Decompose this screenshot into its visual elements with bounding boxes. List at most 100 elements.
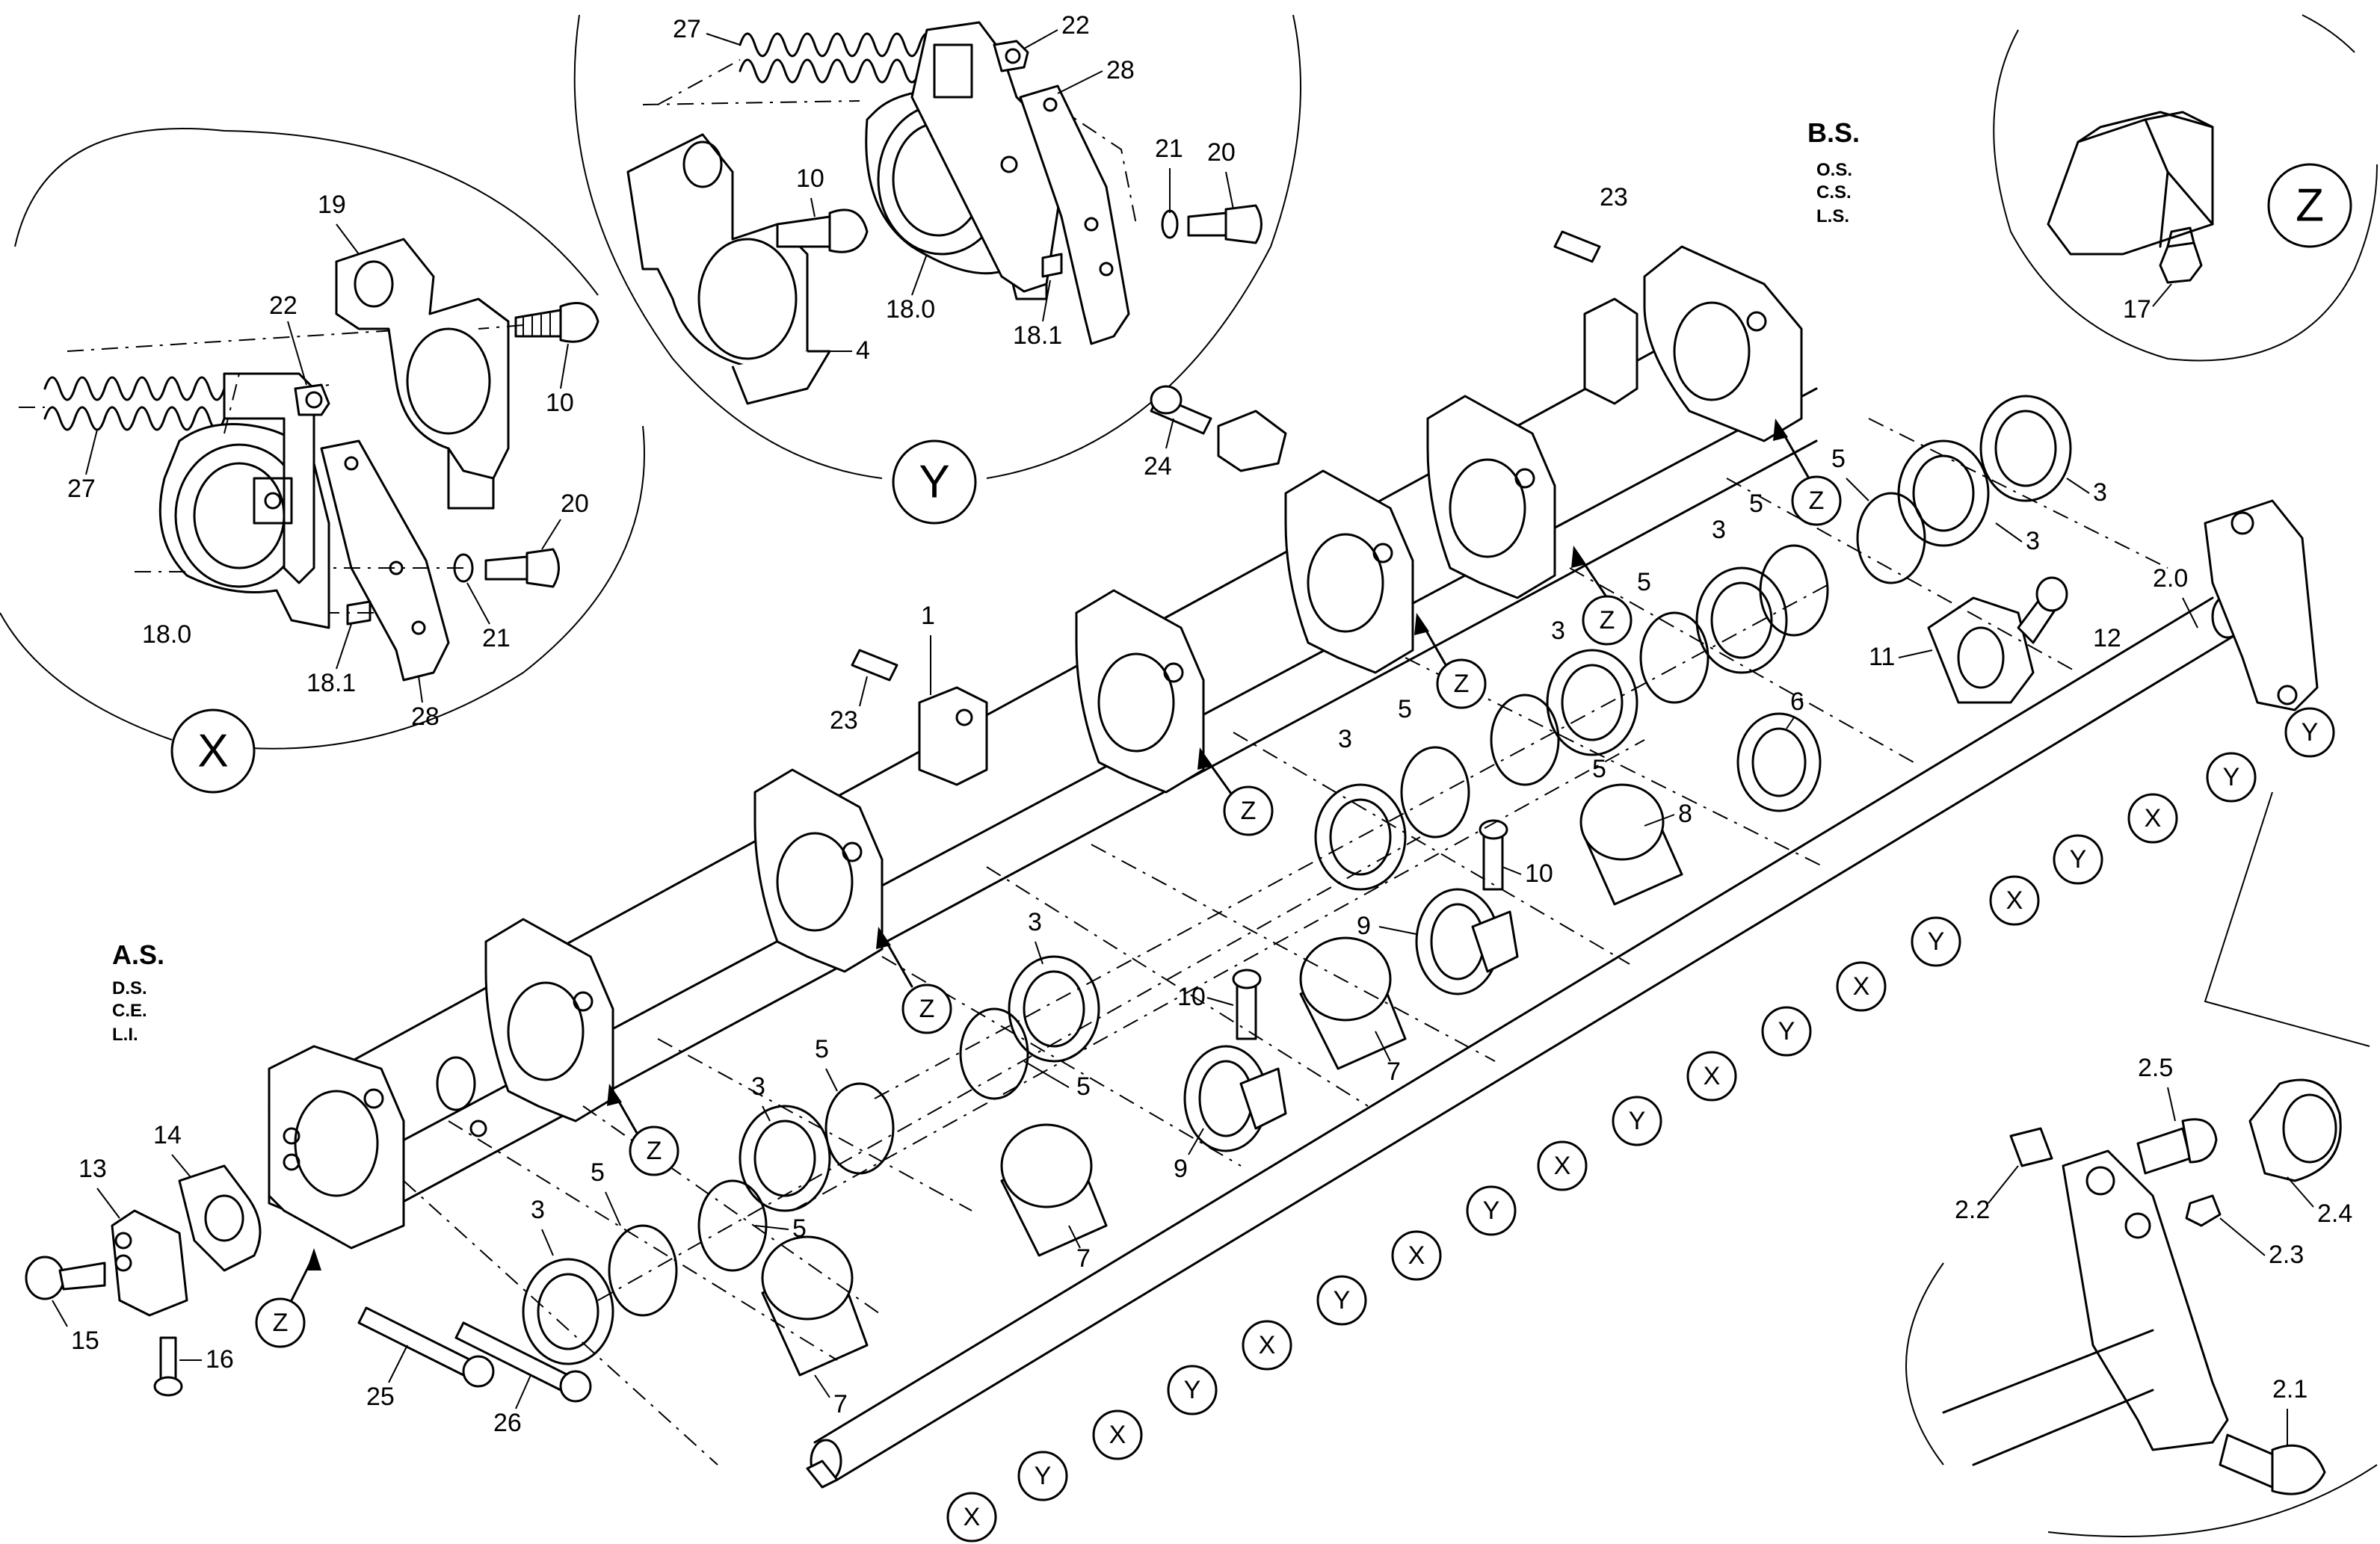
callout-letter: Y: [2070, 845, 2087, 874]
detail-x-letter: X: [197, 726, 228, 777]
label-20-y: 20: [1207, 138, 1236, 167]
bearing-housing-18-0-x: [158, 372, 330, 629]
side-label-as: A.S. D.S. C.E. L.I.: [112, 939, 164, 1045]
label-21-x: 21: [482, 624, 511, 652]
label-22-y: 22: [1061, 11, 1090, 40]
label-9-a: 9: [1357, 912, 1371, 940]
bolt-10-y: [776, 209, 869, 253]
side-bs-line-2: C.S.: [1816, 182, 1852, 203]
detail-z-boundary: [1993, 14, 2378, 362]
shaft-2-0: [806, 499, 2319, 1489]
label-2-4: 2.4: [2317, 1199, 2352, 1228]
callout-z-3: Z: [901, 983, 952, 1034]
seal-6: [1736, 712, 1822, 812]
label-20-x: 20: [561, 490, 589, 518]
label-5-i: 5: [792, 1214, 807, 1243]
callout-y-17: Y: [1612, 1096, 1662, 1146]
label-3-u: 3: [531, 1196, 545, 1224]
callout-letter: Z: [1454, 670, 1470, 698]
label-5-g: 5: [1076, 1072, 1091, 1101]
plate-28-y: [1019, 84, 1130, 345]
bolt-2-5: [2136, 1118, 2218, 1175]
callout-letter: Y: [1035, 1462, 1052, 1490]
label-3-e: 3: [1338, 725, 1352, 753]
label-22-x: 22: [269, 291, 298, 320]
clamps-9: [1183, 888, 1519, 1152]
pin-18-1-y: [1041, 253, 1063, 278]
callout-letter: X: [1259, 1331, 1276, 1359]
bearing-3-a: [522, 1258, 614, 1365]
callout-letter: Z: [1809, 487, 1825, 515]
detail-x-boundary: [0, 128, 645, 750]
callout-letter: Y: [1778, 1017, 1795, 1046]
label-18-1-y: 18.1: [1013, 321, 1062, 350]
label-14: 14: [153, 1121, 182, 1149]
saddle-6: [1643, 245, 1803, 442]
label-7-c: 7: [833, 1390, 848, 1418]
side-as-line-3: L.I.: [112, 1025, 138, 1045]
label-13: 13: [78, 1155, 107, 1183]
saddle-2: [753, 768, 884, 973]
label-23-bs: 23: [1600, 183, 1628, 211]
label-2-1: 2.1: [2272, 1375, 2307, 1404]
callout-x-24: X: [1092, 1409, 1143, 1460]
bolts-25-26: [357, 1306, 592, 1403]
bolt-20-x: [484, 548, 560, 588]
callout-z-5: Z: [1436, 658, 1487, 709]
callout-letter: Y: [1483, 1196, 1500, 1225]
label-7-b: 7: [1076, 1244, 1091, 1273]
label-12: 12: [2093, 624, 2121, 652]
label-10-main-a: 10: [1525, 859, 1553, 888]
bushings-7: [761, 936, 1407, 1377]
saddle-5: [1426, 395, 1556, 599]
callout-letter: X: [1853, 972, 1870, 1001]
label-3-t: 3: [751, 1072, 765, 1101]
bushing-8: [1579, 783, 1683, 906]
callout-letter: Z: [273, 1309, 289, 1337]
detail-z-assembly: [2047, 111, 2214, 284]
side-bs-line-3: L.S.: [1816, 206, 1849, 226]
callout-letter: X: [1704, 1062, 1721, 1090]
callout-y-15: Y: [1761, 1006, 1812, 1057]
label-1: 1: [921, 602, 935, 630]
callout-letter: Y: [2302, 718, 2319, 747]
detail-x-assembly: [19, 238, 599, 682]
label-6: 6: [1790, 688, 1804, 716]
label-17: 17: [2123, 295, 2151, 324]
label-3-s: 3: [1028, 908, 1042, 936]
callout-y-13: Y: [1911, 916, 1961, 967]
callout-y-9: Y: [2206, 752, 2257, 803]
label-25: 25: [366, 1383, 395, 1411]
callout-x-10: X: [2127, 793, 2178, 844]
label-10-main-b: 10: [1177, 983, 1206, 1011]
bolt-2-1: [2219, 1433, 2326, 1495]
lever-arm-2-x: [1942, 1149, 2229, 1466]
side-as-line-1: D.S.: [112, 978, 147, 998]
label-5-c: 5: [1637, 568, 1651, 596]
callout-x-16: X: [1686, 1051, 1737, 1102]
label-24: 24: [1144, 452, 1172, 481]
plug-17: [2159, 226, 2203, 284]
label-2-5: 2.5: [2138, 1054, 2173, 1082]
label-18-0-x: 18.0: [142, 620, 191, 649]
callout-x-12: X: [1989, 875, 2040, 926]
nut-2-3: [2185, 1194, 2222, 1227]
label-16: 16: [206, 1345, 234, 1374]
bearing-3-e: [1546, 649, 1638, 756]
label-5-e: 5: [1398, 695, 1412, 723]
side-as-line-2: C.E.: [112, 1001, 147, 1021]
saddle-4: [1284, 469, 1414, 674]
side-bs-title: B.S.: [1807, 117, 1860, 148]
bolt-16: [153, 1336, 183, 1397]
saddle-3: [1075, 589, 1205, 794]
label-15: 15: [71, 1327, 99, 1355]
label-4: 4: [856, 336, 870, 365]
label-5-h: 5: [815, 1035, 829, 1063]
label-11: 11: [1869, 643, 1895, 671]
pins-23: [851, 230, 1601, 682]
washer-21-y: [1161, 209, 1179, 239]
callout-y-21: Y: [1316, 1275, 1367, 1326]
end-cap-13: [111, 1209, 188, 1317]
spring-27-y: [739, 32, 936, 84]
callout-x-26: X: [946, 1492, 997, 1543]
